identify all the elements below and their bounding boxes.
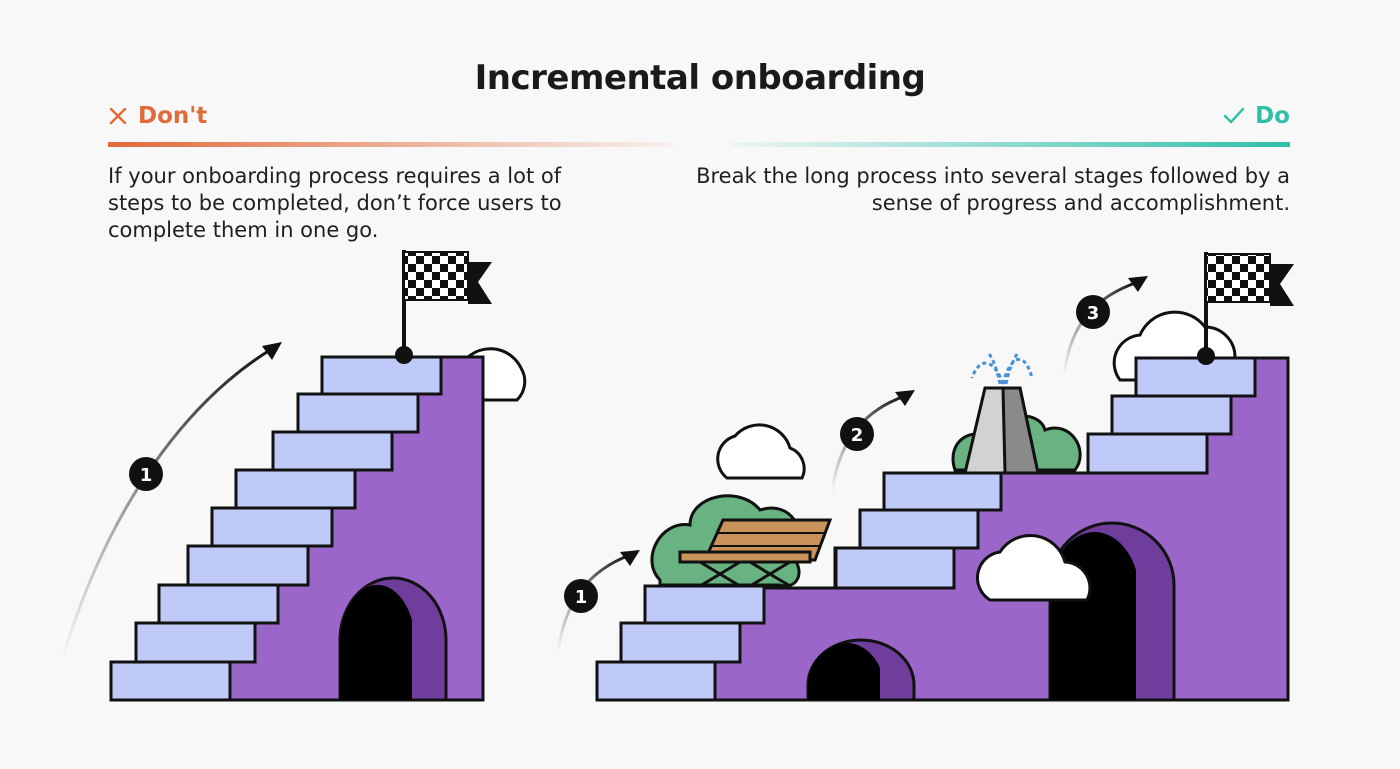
- checkered-flag-icon: [1197, 252, 1294, 365]
- step: [1134, 356, 1257, 398]
- do-heading: Do: [1223, 103, 1290, 129]
- dont-description: If your onboarding process requires a lo…: [108, 164, 562, 242]
- step: [186, 544, 310, 587]
- do-label: Do: [1255, 103, 1290, 129]
- checkmark-icon: [1223, 107, 1245, 124]
- step-badge-number: 2: [851, 425, 864, 446]
- do-description: Break the long process into several stag…: [696, 164, 1290, 215]
- step: [296, 392, 420, 434]
- page-title: Incremental onboarding: [474, 58, 926, 98]
- do-divider: [730, 142, 1290, 147]
- dont-heading: Don't: [108, 103, 207, 129]
- bench-icon: [678, 518, 833, 588]
- step: [595, 660, 717, 702]
- step-badge: 2: [840, 417, 874, 451]
- do-steps: [595, 356, 1257, 702]
- step: [858, 508, 980, 550]
- step: [643, 584, 766, 625]
- step: [834, 546, 956, 590]
- step-badge-number: 1: [575, 587, 588, 608]
- arrowhead-icon: [620, 550, 640, 566]
- step: [210, 506, 334, 548]
- step: [1110, 394, 1233, 436]
- step: [271, 430, 394, 472]
- arrowhead-icon: [262, 342, 282, 360]
- step-badge: 1: [129, 457, 163, 491]
- step-badge-number: 3: [1087, 303, 1100, 324]
- step: [882, 471, 1003, 512]
- step: [157, 583, 280, 625]
- dont-divider: [108, 142, 673, 147]
- step-badge: 1: [564, 579, 598, 613]
- step: [234, 468, 357, 510]
- do-scene: 1 2 3: [556, 252, 1294, 702]
- close-x-icon: [109, 107, 127, 125]
- checkered-flag-icon: [395, 250, 492, 364]
- dont-staircase: 1: [60, 250, 527, 702]
- step: [320, 355, 443, 396]
- step: [109, 660, 232, 702]
- cloud-icon: [976, 534, 1092, 602]
- dont-steps: [109, 355, 443, 702]
- arrowhead-icon: [895, 390, 915, 406]
- fountain-monument-icon: [963, 351, 1040, 475]
- step: [1086, 432, 1209, 475]
- step-badge-number: 1: [140, 465, 153, 486]
- step: [134, 621, 257, 664]
- arrowhead-icon: [1128, 276, 1148, 292]
- cloud-icon: [716, 423, 806, 480]
- step: [619, 621, 742, 664]
- step-badge: 3: [1076, 295, 1110, 329]
- dont-label: Don't: [138, 103, 208, 129]
